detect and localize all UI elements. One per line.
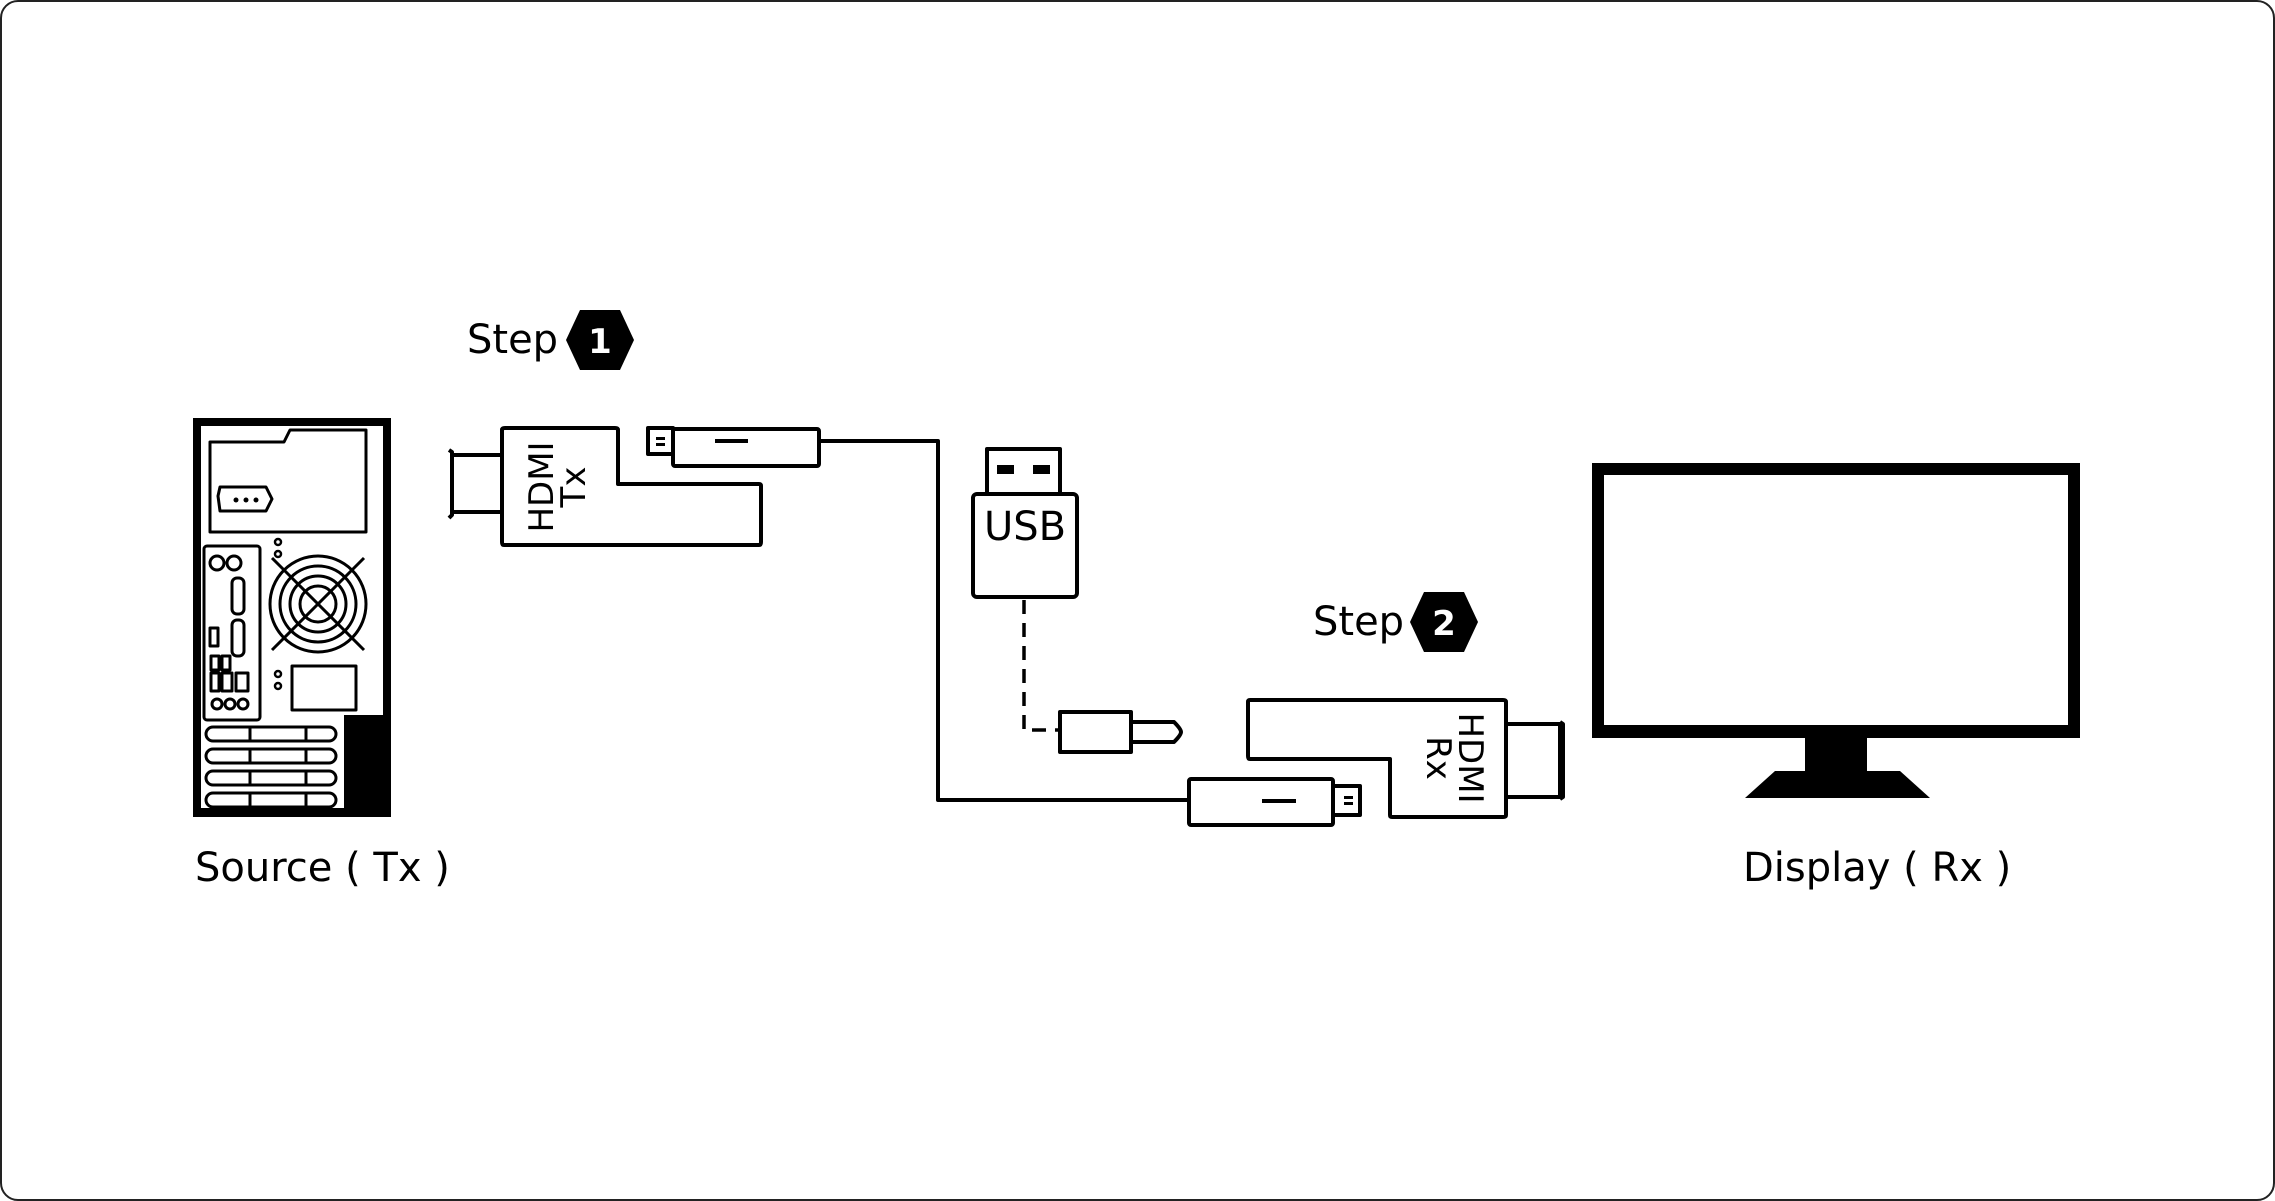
display-monitor-icon [1592,463,2080,798]
hdmi-rx-receiver-icon [1187,698,1565,827]
hdmi-rx-label-line1: HDMI [1450,712,1490,803]
extension-cable [819,439,1188,802]
source-pc-icon [193,418,391,817]
source-caption: Source ( Tx ) [195,845,450,891]
step-1-number: 1 [588,322,612,362]
usb-label: USB [984,504,1066,550]
hexagon-2-icon [1410,592,1478,652]
step-2-number: 2 [1432,604,1456,644]
hexagon-1-icon [566,310,634,370]
step-1-badge: 1 [566,310,634,370]
usb-power-adapter-icon [971,447,1183,754]
hdmi-tx-label-line2: Tx [554,467,594,509]
hdmi-rx-label-line2: Rx [1418,736,1458,780]
display-caption: Display ( Rx ) [1743,845,2011,891]
hdmi-tx-transmitter-icon [447,426,821,547]
step-2-badge: 2 [1410,592,1478,652]
step-2-label: Step [1313,599,1404,645]
hdmi-tx-label-line1: HDMI [522,441,562,532]
step-1-label: Step [467,317,558,363]
